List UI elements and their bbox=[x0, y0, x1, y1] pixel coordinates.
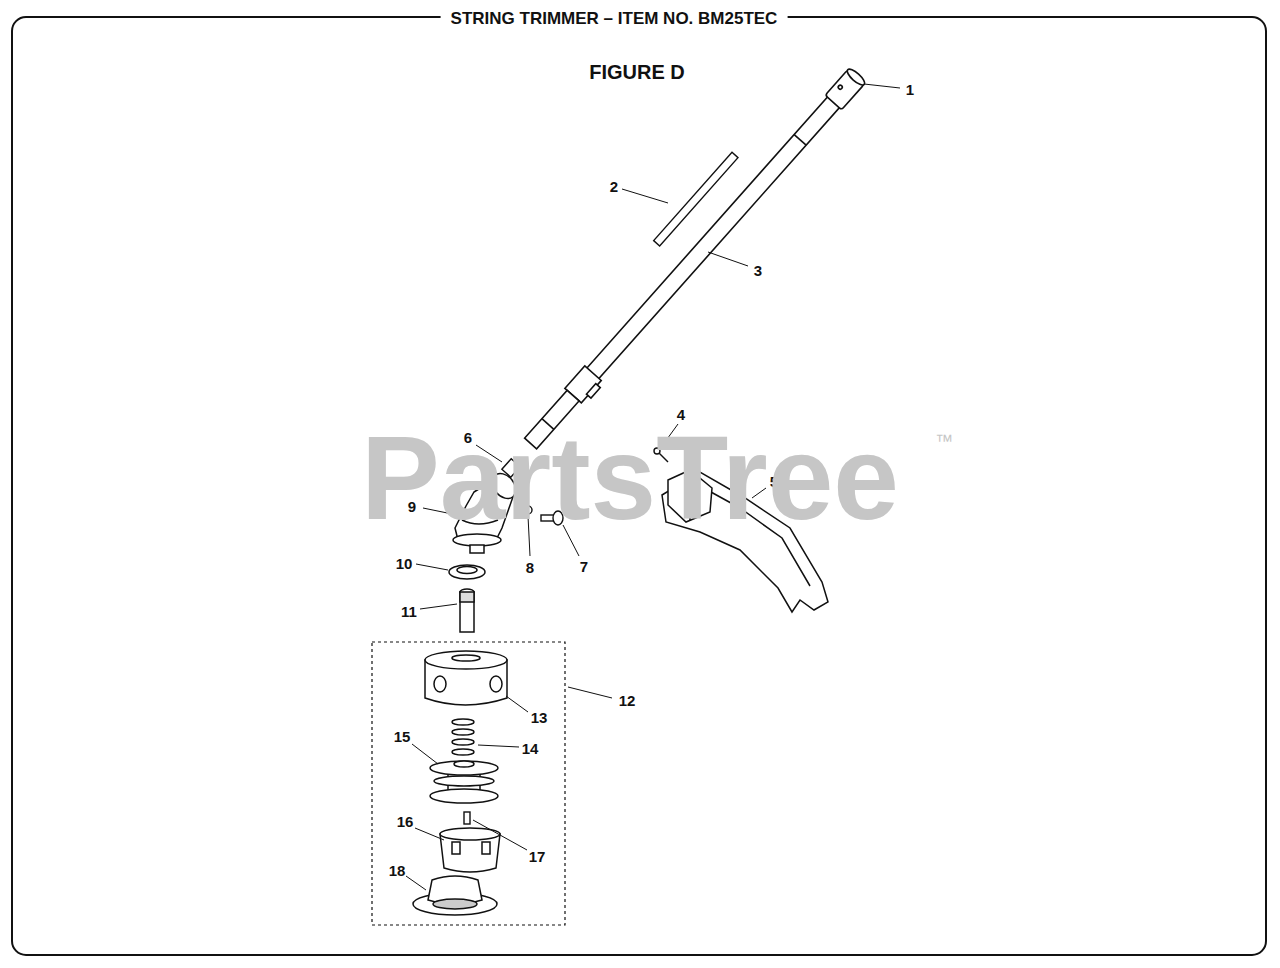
callout-number: 1 bbox=[906, 82, 914, 97]
callout-number: 17 bbox=[529, 849, 546, 864]
shaft-assembly bbox=[522, 67, 869, 454]
callout-number: 11 bbox=[401, 604, 417, 619]
bump-knob bbox=[413, 876, 497, 915]
pin bbox=[464, 812, 470, 824]
callout-number: 10 bbox=[396, 556, 413, 571]
callout-number: 14 bbox=[522, 741, 539, 756]
callout-number: 13 bbox=[531, 710, 548, 725]
callout-number: 2 bbox=[610, 179, 618, 194]
spool bbox=[430, 761, 498, 803]
callout-number: 16 bbox=[397, 814, 414, 829]
spring bbox=[452, 719, 474, 755]
eyelet-cup bbox=[440, 828, 500, 872]
callout-number: 18 bbox=[389, 863, 406, 878]
decal bbox=[654, 152, 738, 246]
head-housing bbox=[425, 651, 507, 705]
callout-number: 7 bbox=[580, 559, 588, 574]
page-title: STRING TRIMMER – ITEM NO. BM25TEC bbox=[441, 8, 788, 29]
callout-number: 12 bbox=[619, 693, 636, 708]
figure-label: FIGURE D bbox=[589, 62, 685, 82]
callout-number: 3 bbox=[754, 263, 762, 278]
watermark: ™ bbox=[935, 432, 953, 450]
callout-number: 15 bbox=[394, 729, 411, 744]
kit-outline bbox=[372, 642, 565, 925]
spindle bbox=[460, 589, 474, 632]
washer bbox=[449, 565, 485, 579]
watermark: PartsTree bbox=[361, 419, 899, 537]
callout-number: 8 bbox=[526, 560, 534, 575]
page-frame bbox=[12, 17, 1266, 955]
